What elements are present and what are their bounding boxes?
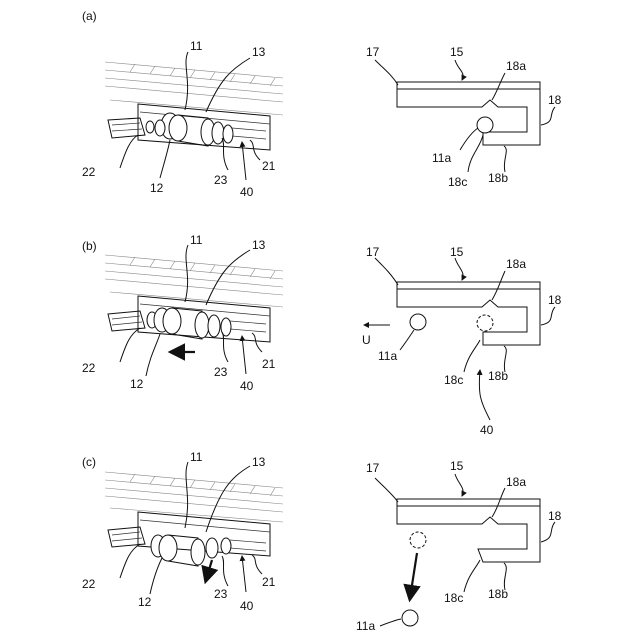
label-22-c: 22: [82, 577, 96, 591]
perspective-view-a: 11 13 22 12 23 40 21: [82, 39, 283, 199]
perspective-view-c: 11 13 22 12 23 40 21: [82, 450, 283, 613]
label-13-c: 13: [252, 455, 266, 469]
label-12-a: 12: [150, 181, 164, 195]
panel-c: (c) 11 13: [82, 450, 562, 633]
label-18c-b: 18c: [444, 373, 463, 387]
label-21-c: 21: [262, 575, 276, 589]
label-18-a: 18: [548, 93, 562, 107]
label-11-a: 11: [190, 39, 203, 53]
label-18b-a: 18b: [488, 171, 508, 185]
label-23-c: 23: [214, 587, 228, 601]
label-40-b: 40: [240, 379, 254, 393]
label-40-c: 40: [240, 599, 254, 613]
label-22-a: 22: [82, 165, 96, 179]
label-U-b: U: [362, 333, 371, 347]
panel-b: (b) 11: [82, 233, 562, 437]
schematic-view-b: 17 15 18a 18 U 11a 18c 18b 40: [362, 245, 562, 437]
panel-label-c: (c): [82, 455, 96, 469]
label-18b-b: 18b: [488, 369, 508, 383]
label-11-b: 11: [190, 233, 203, 247]
label-12-b: 12: [130, 377, 144, 391]
label-18c-c: 18c: [444, 591, 463, 605]
label-17-c: 17: [366, 461, 380, 475]
label-17-b: 17: [366, 245, 380, 259]
label-40-schematic-b: 40: [480, 423, 494, 437]
label-18a-b: 18a: [506, 257, 526, 271]
label-12-c: 12: [138, 595, 152, 609]
label-17-a: 17: [366, 45, 380, 59]
label-21-a: 21: [262, 159, 276, 173]
label-40-a: 40: [240, 185, 254, 199]
label-21-b: 21: [262, 357, 276, 371]
schematic-view-a: 17 15 18a 18 11a 18c 18b: [366, 45, 562, 189]
label-15-b: 15: [450, 245, 464, 259]
panel-label-a: (a): [82, 9, 97, 23]
label-23-a: 23: [214, 173, 228, 187]
label-18c-a: 18c: [448, 175, 467, 189]
label-18a-a: 18a: [506, 59, 526, 73]
label-13-b: 13: [252, 238, 266, 252]
label-18-c: 18: [548, 509, 562, 523]
panel-label-b: (b): [82, 239, 97, 253]
label-11-c: 11: [190, 450, 203, 464]
label-13-a: 13: [252, 45, 266, 59]
panel-a: (a): [82, 9, 562, 199]
label-23-b: 23: [214, 365, 228, 379]
label-18b-c: 18b: [488, 587, 508, 601]
label-15-a: 15: [450, 45, 464, 59]
perspective-view-b: 11 13 22 12 23 40 21: [82, 233, 283, 393]
label-11a-c: 11a: [356, 619, 375, 633]
label-18-b: 18: [548, 293, 562, 307]
label-18a-c: 18a: [506, 475, 526, 489]
label-22-b: 22: [82, 361, 96, 375]
label-11a-a: 11a: [432, 151, 451, 165]
label-11a-b: 11a: [378, 349, 397, 363]
label-15-c: 15: [450, 459, 464, 473]
schematic-view-c: 17 15 18a 18 18c 18b 11a: [356, 459, 562, 633]
